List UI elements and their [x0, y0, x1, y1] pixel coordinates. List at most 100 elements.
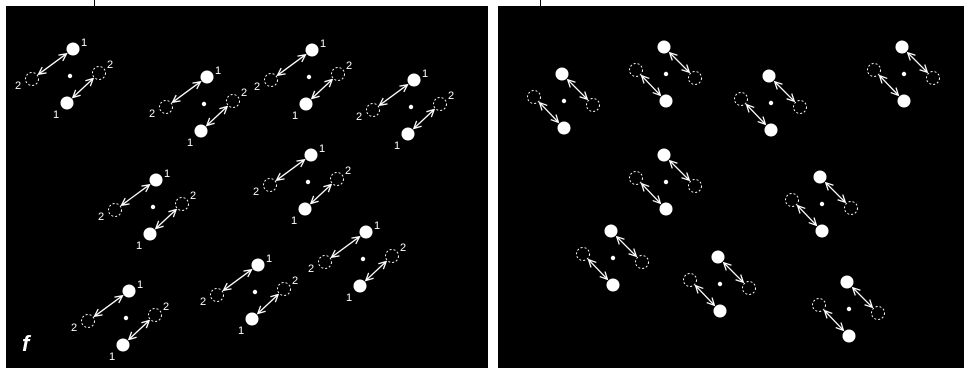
double-arrow	[617, 237, 637, 257]
dashed-dot	[734, 92, 748, 106]
pair-index-label: 1	[422, 68, 428, 80]
double-arrow	[278, 55, 306, 76]
double-arrow	[540, 103, 559, 123]
solid-dot	[149, 173, 163, 187]
solid-dot	[245, 312, 259, 326]
dashed-dot	[148, 308, 162, 322]
double-arrow	[332, 237, 360, 258]
double-arrow	[414, 110, 434, 129]
unlabeled-pair-motif	[629, 148, 702, 216]
solid-dot	[842, 329, 856, 343]
dashed-dot	[688, 179, 702, 193]
solid-dot	[251, 258, 265, 272]
pair-index-label: 1	[238, 325, 244, 337]
double-arrow	[908, 53, 928, 73]
dashed-dot	[793, 100, 807, 114]
double-arrow	[642, 76, 661, 96]
dashed-dot	[688, 71, 702, 85]
solid-dot	[813, 170, 827, 184]
pair-index-label: 2	[292, 275, 298, 287]
solid-dot	[407, 73, 421, 87]
center-dot	[819, 201, 825, 207]
center-dot	[305, 179, 311, 185]
solid-dot	[359, 225, 373, 239]
dashed-dot	[385, 249, 399, 263]
dashed-dot	[175, 197, 189, 211]
solid-dot	[604, 224, 618, 238]
center-dot	[123, 315, 129, 321]
dashed-dot	[210, 288, 224, 302]
dashed-dot	[366, 103, 380, 117]
dashed-dot	[844, 201, 858, 215]
pair-index-label: 2	[163, 301, 169, 313]
double-arrow	[853, 288, 873, 308]
pair-index-label: 2	[345, 165, 351, 177]
dashed-dot	[576, 247, 590, 261]
pair-index-label: 1	[394, 140, 400, 152]
solid-dot	[606, 278, 620, 292]
solid-dot	[711, 250, 725, 264]
solid-dot	[194, 124, 208, 138]
double-arrow	[129, 321, 149, 340]
pair-index-label: 1	[291, 215, 297, 227]
double-arrow	[670, 53, 690, 73]
solid-dot	[659, 202, 673, 216]
center-dot	[150, 204, 156, 210]
pair-index-label: 2	[200, 296, 206, 308]
pair-index-label: 1	[374, 220, 380, 232]
unlabeled-pair-motif	[683, 250, 756, 318]
center-dot	[768, 100, 774, 106]
pair-index-label: 1	[346, 292, 352, 304]
solid-dot	[657, 148, 671, 162]
double-arrow	[670, 161, 690, 181]
double-arrow	[224, 270, 252, 291]
double-arrow	[207, 107, 227, 126]
center-dot	[252, 289, 258, 295]
solid-dot	[840, 275, 854, 289]
solid-dot	[401, 127, 415, 141]
double-arrow	[258, 295, 278, 314]
panel-label: f	[22, 331, 30, 356]
pair-index-label: 1	[137, 279, 143, 291]
dashed-dot	[527, 90, 541, 104]
solid-dot	[897, 94, 911, 108]
pair-index-label: 2	[107, 59, 113, 71]
solid-dot	[304, 148, 318, 162]
dashed-dot	[226, 94, 240, 108]
right-panel-diagram	[527, 40, 940, 343]
pair-index-label: 2	[71, 322, 77, 334]
solid-dot	[353, 279, 367, 293]
solid-dot	[815, 224, 829, 238]
pair-index-label: 1	[215, 65, 221, 77]
solid-dot	[762, 69, 776, 83]
dashed-dot	[318, 255, 332, 269]
solid-dot	[60, 96, 74, 110]
double-arrow	[775, 82, 795, 102]
unlabeled-pair-motif	[527, 67, 600, 135]
dashed-dot	[812, 298, 826, 312]
double-arrow	[798, 206, 817, 226]
double-arrow	[73, 79, 93, 98]
dashed-dot	[683, 273, 697, 287]
solid-dot	[305, 43, 319, 57]
solid-dot	[122, 284, 136, 298]
solid-dot	[764, 123, 778, 137]
dashed-dot	[867, 63, 881, 77]
dashed-dot	[635, 255, 649, 269]
dashed-dot	[331, 67, 345, 81]
solid-dot	[116, 338, 130, 352]
center-dot	[67, 73, 73, 79]
double-arrow	[642, 184, 661, 204]
unlabeled-pair-motif	[629, 40, 702, 108]
dashed-dot	[785, 193, 799, 207]
dashed-dot	[159, 100, 173, 114]
dashed-dot	[25, 72, 39, 86]
double-arrow	[568, 80, 588, 100]
double-arrow	[277, 160, 305, 181]
dashed-dot	[629, 63, 643, 77]
